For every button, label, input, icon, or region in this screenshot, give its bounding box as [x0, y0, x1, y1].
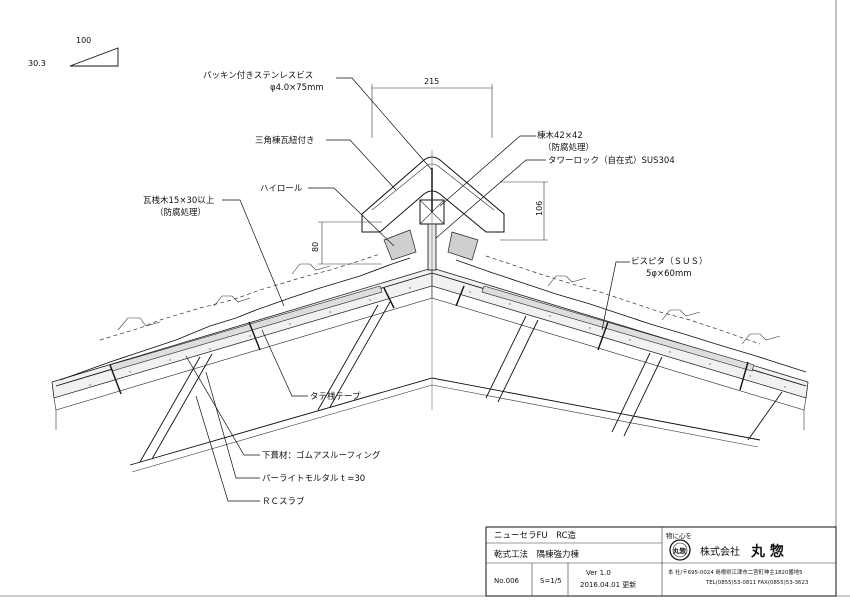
label-tate-tape: タテ桟テープ: [310, 391, 361, 402]
title-product: ニューセラFU RC造: [494, 530, 577, 541]
title-scale: S=1/5: [540, 577, 562, 585]
label-bispita-size: 5φ×60mm: [646, 269, 692, 279]
company-prefix: 株式会社: [700, 545, 740, 558]
title-version: Ver 1.0: [586, 569, 611, 577]
label-high-roll: ハイロール: [260, 184, 303, 194]
tile-lug-right-3: [741, 333, 781, 345]
callout-bispita: ビスピタ（ＳＵＳ） 5φ×60mm: [601, 256, 708, 331]
label-batten-note: （防腐処理）: [155, 207, 206, 218]
company-name: 丸 惣: [750, 543, 784, 560]
callout-tate-tape: タテ桟テープ: [261, 329, 361, 402]
tile-lug-left-1: [117, 317, 161, 331]
rafters-right: [485, 315, 783, 441]
company-slogan: 物に心を: [666, 531, 692, 540]
label-ridge-tile: 三角棟瓦紐付き: [255, 135, 315, 146]
dim-roll-height-label: 80: [311, 242, 320, 252]
label-underlay: 下葺材：ゴムアスルーフィング: [262, 450, 381, 461]
triangular-ridge-tile: [361, 156, 505, 233]
tile-dashed-left: [99, 253, 381, 341]
callout-ridge-tile: 三角棟瓦紐付き: [255, 135, 397, 191]
label-bispita: ビスピタ（ＳＵＳ）: [631, 256, 708, 267]
dim-ridge-height-label: 106: [535, 201, 544, 216]
tile-lug-right-1: [547, 275, 587, 287]
label-batten: 瓦桟木15×30以上: [143, 195, 215, 206]
callout-tower-lock: タワーロック（自在式）SUS304: [435, 155, 675, 239]
dimension-roll-height: 80: [311, 221, 382, 265]
slope-rise: 30.3: [28, 59, 46, 68]
slope-run: 100: [76, 36, 91, 45]
callout-mortar: パーライトモルタル t =30: [205, 371, 365, 484]
callout-underlay: 下葺材：ゴムアスルーフィング: [185, 355, 381, 461]
label-packing-screw: パッキン付きステンレスビス: [203, 70, 313, 81]
screws-right: [455, 285, 749, 391]
title-number: No.006: [494, 577, 520, 585]
slope-triangle: [69, 47, 119, 67]
rafters-left: [139, 301, 391, 463]
company-logo: 丸惣: [669, 539, 691, 561]
title-method: 乾式工法 隅棟強力棟: [494, 549, 580, 560]
company-address: 本 社/〒695-0024 島根県江津市二宮町神主1820番地5: [668, 568, 803, 576]
callout-packing-screw: パッキン付きステンレスビス φ4.0×75mm: [203, 70, 433, 171]
high-roll-left: [383, 229, 417, 261]
callout-ridge-timber: 棟木42×42 （防腐処理）: [439, 130, 594, 207]
dimension-width: 215: [371, 77, 493, 138]
tile-left: [59, 257, 411, 381]
batten-right: [481, 285, 755, 372]
slope-indicator: 100 30.3: [28, 36, 119, 68]
callout-slab: ＲＣスラブ: [195, 395, 305, 507]
screws-left: [109, 287, 395, 395]
mortar-hatch: [89, 287, 786, 388]
label-slab: ＲＣスラブ: [262, 496, 305, 507]
high-roll-right: [447, 231, 479, 261]
label-mortar: パーライトモルタル t =30: [262, 474, 365, 484]
label-ridge-timber: 棟木42×42: [537, 130, 583, 141]
dim-width-label: 215: [424, 77, 439, 86]
label-ridge-timber-note: （防腐処理）: [543, 142, 594, 153]
company-phone: TEL(0855)53-0811 FAX(0855)53-3623: [705, 580, 808, 586]
tile-lug-left-3: [291, 263, 331, 275]
label-tower-lock: タワーロック（自在式）SUS304: [548, 155, 675, 166]
label-packing-screw-size: φ4.0×75mm: [270, 83, 324, 93]
title-date: 2016.04.01 更新: [580, 580, 636, 589]
callout-batten: 瓦桟木15×30以上 （防腐処理）: [143, 195, 285, 307]
tile-right: [455, 259, 807, 373]
callout-high-roll: ハイロール: [260, 184, 395, 247]
dimension-ridge-height: 106: [500, 181, 548, 241]
tile-dashed-right: [485, 255, 761, 345]
logo-mark: 丸惣: [672, 546, 687, 555]
title-block: ニューセラFU RC造 乾式工法 隅棟強力棟 No.006 S=1/5 Ver …: [485, 526, 837, 597]
tile-lug-right-2: [661, 309, 701, 321]
tile-lug-left-2: [213, 295, 251, 307]
roof-section: [51, 150, 809, 473]
